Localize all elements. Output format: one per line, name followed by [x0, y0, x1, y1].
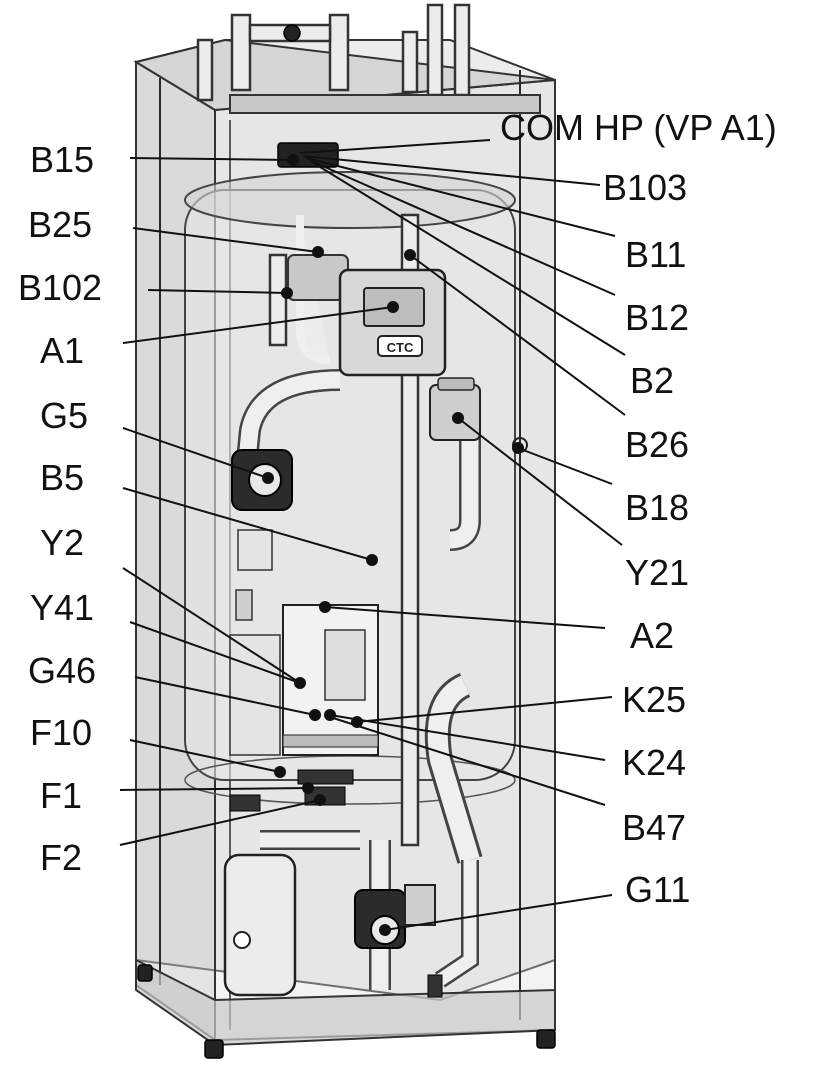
leader-g46	[134, 676, 316, 716]
dot-y21	[452, 412, 464, 424]
dot-g11	[379, 924, 391, 936]
pipe-b102	[268, 253, 288, 347]
cabinet-base	[135, 958, 556, 1047]
leader-a1	[122, 306, 394, 344]
g5-pump	[231, 449, 293, 511]
dot-b15	[287, 154, 299, 166]
dot-b18	[512, 442, 524, 454]
dot-g46	[309, 709, 321, 721]
valve-top	[283, 24, 301, 42]
expansion-vessel	[223, 853, 297, 997]
leader-y41	[129, 621, 301, 684]
label-b15: B15	[30, 139, 94, 180]
leader-b18	[517, 447, 613, 485]
leader-g5	[122, 427, 269, 479]
dot-f10	[274, 766, 286, 778]
pipe-top-3	[196, 38, 214, 102]
pipe-top-1	[230, 13, 252, 92]
dot-b5	[366, 554, 378, 566]
dot-b26	[404, 249, 416, 261]
top-pipes	[196, 3, 541, 114]
dot-k25	[351, 716, 363, 728]
leader-b15	[129, 157, 294, 161]
label-y21: Y21	[625, 552, 689, 593]
label-f1: F1	[40, 775, 82, 816]
foot-back-left	[137, 964, 153, 982]
leader-b25	[132, 227, 319, 253]
pipe-top-4	[401, 30, 419, 94]
labels: COM HP (VP A1) B15 B103 B25 B11 B102 B12…	[18, 107, 777, 910]
label-b26: B26	[625, 424, 689, 465]
label-b5: B5	[40, 457, 84, 498]
leader-b103	[302, 155, 601, 186]
leader-y2	[122, 567, 301, 684]
label-b12: B12	[625, 297, 689, 338]
label-a1: A1	[40, 330, 84, 371]
leader-b2	[311, 161, 626, 356]
leader-f1	[119, 787, 309, 791]
leader-com-hp	[299, 139, 491, 154]
dot-k24-b47	[324, 709, 336, 721]
ctc-logo-badge	[377, 335, 423, 357]
label-g5: G5	[40, 395, 88, 436]
dot-f1	[302, 782, 314, 794]
dot-f2	[314, 794, 326, 806]
pipe-top-2	[328, 13, 350, 92]
leader-b26	[409, 254, 626, 416]
leader-f10	[129, 739, 281, 773]
label-f10: F10	[30, 712, 92, 753]
leader-b11	[305, 157, 616, 237]
label-b103: B103	[603, 167, 687, 208]
pipe-top-6	[453, 3, 471, 97]
leader-k24	[329, 714, 606, 761]
label-b47: B47	[622, 807, 686, 848]
label-b102: B102	[18, 267, 102, 308]
label-y41: Y41	[30, 587, 94, 628]
foot-front-right	[536, 1029, 556, 1049]
label-f2: F2	[40, 837, 82, 878]
label-b11: B11	[625, 234, 686, 275]
label-b25: B25	[28, 204, 92, 245]
leader-b5	[122, 487, 373, 561]
dot-a2	[319, 601, 331, 613]
callout-dots	[262, 154, 524, 936]
leader-b102	[147, 289, 288, 294]
label-g11: G11	[625, 869, 690, 910]
leader-g11	[384, 894, 613, 931]
dot-b102	[281, 287, 293, 299]
dot-b25	[312, 246, 324, 258]
leader-k25	[356, 696, 613, 723]
dot-y2-y41	[294, 677, 306, 689]
pipe-top-5	[426, 3, 444, 97]
leader-y21	[457, 417, 623, 546]
top-rail	[229, 94, 541, 114]
label-b18: B18	[625, 487, 689, 528]
label-k24: K24	[622, 742, 686, 783]
leader-b47	[329, 716, 606, 806]
label-k25: K25	[622, 679, 686, 720]
label-y2: Y2	[40, 522, 84, 563]
leader-a2	[324, 606, 606, 629]
label-b2: B2	[630, 360, 674, 401]
leader-f2	[119, 799, 321, 846]
label-a2: A2	[630, 615, 674, 656]
ctc-logo: CTC	[387, 340, 414, 355]
dot-a1	[387, 301, 399, 313]
label-com-hp: COM HP (VP A1)	[500, 107, 777, 148]
display-controller: CTC	[338, 268, 447, 377]
foot-front-left	[204, 1039, 224, 1059]
leader-b12	[308, 159, 616, 296]
middle-pipes	[234, 213, 481, 847]
leader-lines	[119, 139, 626, 931]
label-g46: G46	[28, 650, 96, 691]
dot-g5	[262, 472, 274, 484]
